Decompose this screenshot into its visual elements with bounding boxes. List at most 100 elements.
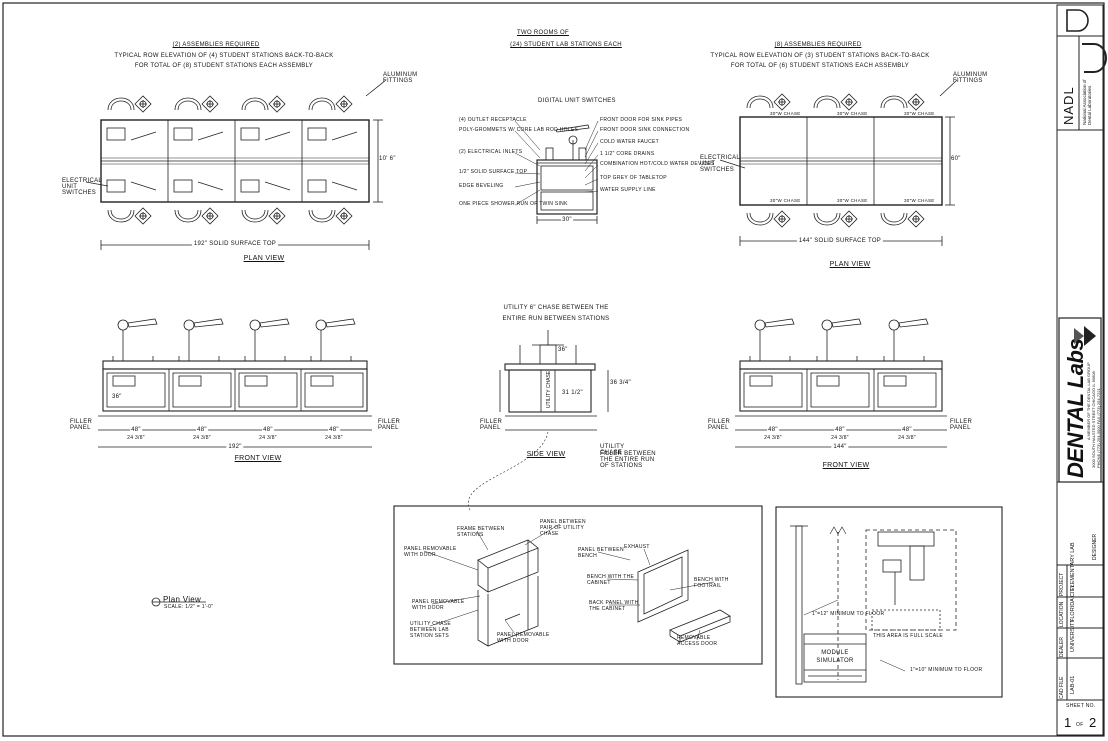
- left-front-subdim: 24 3/8": [193, 435, 211, 441]
- iso-detail-box: [393, 505, 763, 665]
- title-field-label: PROJECT: [1059, 572, 1065, 596]
- right-front-view-title: FRONT VIEW: [822, 462, 870, 469]
- min-floor-note: 1"=12" MINIMUM TO FLOOR: [812, 611, 885, 617]
- title-block-frame: [1056, 4, 1104, 736]
- right-front-overall: 144": [831, 444, 849, 450]
- nadl-d-logo: [1066, 9, 1107, 73]
- right-front-dim: 48": [834, 427, 846, 433]
- left-plan-callout-left: ELECTRICAL UNIT SWITCHES: [62, 178, 102, 196]
- iso-label: PANEL BETWEEN PAIR OF UTILITY CHASE: [540, 519, 586, 537]
- full-scale-note: THIS AREA IS FULL SCALE: [873, 633, 944, 639]
- iso-label: EXHAUST: [624, 544, 650, 550]
- iso-label: PANEL REMOVABLE WITH DOOR: [404, 546, 457, 558]
- sink-width: 30": [561, 217, 573, 223]
- left-plan-chairs: [107, 95, 353, 225]
- sink-detail-drawing: [514, 120, 599, 224]
- right-plan-subheading: FOR TOTAL OF (6) STUDENT STATIONS EACH A…: [730, 63, 910, 69]
- sink-right-label: FRONT DOOR SINK CONNECTION: [600, 127, 690, 133]
- station-label: 30"W CHASE: [770, 111, 801, 116]
- side-view-note2: FILLER BETWEEN THE ENTIRE RUN OF STATION…: [600, 451, 656, 469]
- left-front-view-title: FRONT VIEW: [234, 455, 282, 462]
- sink-right-label: TOP GREY OF TABLETOP: [600, 175, 667, 181]
- center-rooms-line1: TWO ROOMS OF: [517, 30, 569, 36]
- right-plan-callout-top: ALUMINUM FITTINGS: [953, 72, 988, 84]
- sink-right-label: COLD WATER FAUCET: [600, 139, 659, 145]
- iso-label: BENCH WITH THE CABINET: [587, 574, 635, 586]
- dental-labs-logo: [1074, 326, 1096, 346]
- full-scale-detail-box: [775, 506, 1003, 698]
- station-label: 30"W CHASE: [904, 111, 935, 116]
- iso-label: REMOVABLE ACCESS DOOR: [677, 635, 718, 647]
- left-front-dim: 48": [196, 427, 208, 433]
- station-label: 30"W CHASE: [904, 198, 935, 203]
- min-floor-note-2: 1"=10" MINIMUM TO FLOOR: [910, 667, 983, 673]
- title-field-value: FLORIDA CITY: [1070, 584, 1076, 622]
- left-front-filler-right: FILLER PANEL: [378, 419, 401, 431]
- left-front-filler-left: FILLER PANEL: [70, 419, 93, 431]
- plan-view-symbol: [151, 597, 206, 607]
- left-plan-view-title: PLAN VIEW: [243, 255, 285, 262]
- left-plan-assemblies: (2) ASSEMBLIES REQUIRED: [172, 42, 260, 48]
- sink-right-label: FRONT DOOR FOR SINK PIPES: [600, 117, 683, 123]
- title-field-value: LAB-01: [1070, 675, 1076, 694]
- plan-view-label: Plan View: [163, 595, 202, 604]
- simulator-label: SIMULATOR: [816, 658, 854, 664]
- left-plan-subheading: FOR TOTAL OF (8) STUDENT STATIONS EACH A…: [134, 63, 314, 69]
- sink-left-label: EDGE BEVELING: [459, 183, 504, 189]
- station-label: 30"W CHASE: [837, 111, 868, 116]
- left-plan-surface: 192" SOLID SURFACE TOP: [191, 241, 279, 247]
- left-front-drawing: [98, 318, 372, 448]
- left-front-height: 36": [112, 394, 122, 400]
- left-front-dim: 48": [262, 427, 274, 433]
- left-plan-depth: 10' 6": [379, 156, 396, 162]
- sheet-total: 2: [1089, 715, 1097, 730]
- iso-label: UTILITY CHASE BETWEEN LAB STATION SETS: [410, 621, 452, 639]
- sheet-label: SHEET NO.: [1066, 703, 1096, 709]
- right-front-dim: 48": [767, 427, 779, 433]
- right-plan-view-title: PLAN VIEW: [829, 261, 871, 268]
- right-plan-chairs: [746, 93, 925, 228]
- right-plan-assemblies: (8) ASSEMBLIES REQUIRED: [774, 42, 862, 48]
- title-field-label: CAD FILE: [1059, 676, 1065, 699]
- sink-left-label: (2) ELECTRICAL INLETS: [459, 149, 523, 155]
- module-label: MODULE: [821, 650, 849, 656]
- plan-view-scale: SCALE: 1/2" = 1'-0": [164, 604, 214, 610]
- iso-label: PANEL REMOVABLE WITH DOOR: [497, 632, 550, 644]
- right-plan-surface: 144" SOLID SURFACE TOP: [796, 238, 884, 244]
- nadl-association: National Association of Dental Laborator…: [1082, 79, 1093, 125]
- side-view-header1: UTILITY 6" CHASE BETWEEN THE: [503, 305, 609, 311]
- side-view-dim-b: 31 1/2": [562, 390, 583, 396]
- side-view-filler: FILLER PANEL: [480, 419, 503, 431]
- sink-right-label: COMBINATION HOT/COLD WATER DEVICES: [600, 161, 715, 167]
- left-front-overall: 192": [226, 444, 244, 450]
- side-view-dim-top: 36": [558, 347, 568, 353]
- sink-right-label: WATER SUPPLY LINE: [600, 187, 656, 193]
- left-front-dim: 48": [130, 427, 142, 433]
- right-front-subdim: 24 3/8": [764, 435, 782, 441]
- iso-label: PANEL REMOVABLE WITH DOOR: [412, 599, 465, 611]
- right-front-dim: 48": [901, 427, 913, 433]
- title-field-value: UNIVERSITY: [1070, 618, 1076, 652]
- iso-label: FRAME BETWEEN STATIONS: [457, 526, 505, 538]
- left-front-subdim: 24 3/8": [127, 435, 145, 441]
- left-plan-callout-top: ALUMINUM FITTINGS: [383, 72, 418, 84]
- sink-left-label: (4) OUTLET RECEPTACLE: [459, 117, 527, 123]
- right-front-subdim: 24 3/8": [898, 435, 916, 441]
- left-plan-heading: TYPICAL ROW ELEVATION OF (4) STUDENT STA…: [114, 53, 334, 59]
- title-field-label: LOCATION: [1059, 601, 1065, 627]
- right-plan-depth: 60": [951, 156, 961, 162]
- iso-label: BENCH WITH FOOTRAIL: [694, 577, 729, 589]
- title-field-label: DEALER: [1059, 636, 1065, 657]
- side-view-drawing: [467, 330, 609, 511]
- sheet-number: 1: [1064, 715, 1072, 730]
- left-front-subdim: 24 3/8": [325, 435, 343, 441]
- station-label: 30"W CHASE: [837, 198, 868, 203]
- center-rooms-line2: (24) STUDENT LAB STATIONS EACH: [510, 42, 622, 48]
- right-front-filler-right: FILLER PANEL: [950, 419, 973, 431]
- side-view-dim-h: 36 3/4": [610, 380, 631, 386]
- iso-label: BACK PANEL WITH THE CABINET: [589, 600, 639, 612]
- right-front-subdim: 24 3/8": [831, 435, 849, 441]
- sink-right-label: 1 1/2" CORE DRAINS: [600, 151, 655, 157]
- side-view-title: SIDE VIEW: [526, 451, 566, 458]
- right-front-filler-left: FILLER PANEL: [708, 419, 731, 431]
